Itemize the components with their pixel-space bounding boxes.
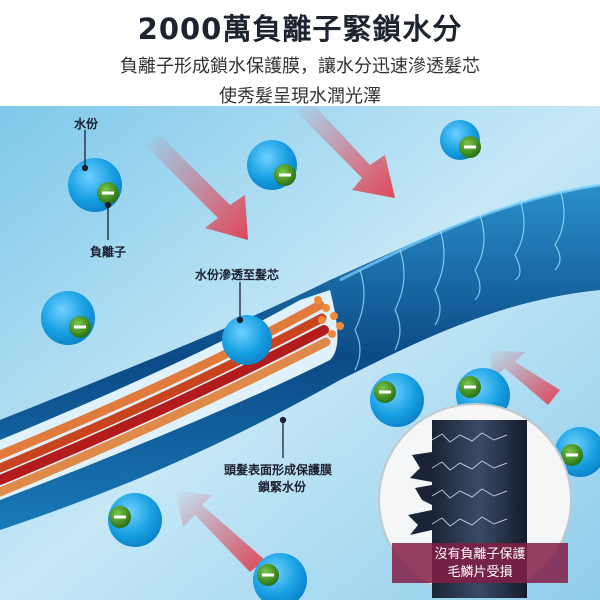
fiber-ends: [314, 296, 344, 338]
subtitle-line-2: 使秀髮呈現水潤光澤: [219, 86, 381, 107]
label-water-penetrates-core: 水份滲透至髮芯: [195, 268, 280, 282]
arrow-icon: [175, 490, 265, 572]
hair-cortex-fibers: [0, 300, 331, 497]
page-title: 2000萬負離子緊鎖水分: [137, 12, 463, 46]
minus-sign-icon: [464, 145, 476, 149]
minus-sign-icon: [102, 191, 114, 195]
minus-sign-icon: [379, 390, 391, 394]
label-protective-film-line1: 頭髮表面形成保護膜: [224, 463, 333, 477]
water-molecule-icon: [41, 291, 95, 345]
arrow-icon: [145, 135, 248, 240]
minus-sign-icon: [566, 453, 578, 457]
inset-caption: 沒有負離子保護 毛鱗片受損: [392, 543, 568, 583]
minus-sign-icon: [262, 573, 274, 577]
minus-sign-icon: [279, 173, 291, 177]
minus-sign-icon: [74, 325, 86, 329]
arrows: [145, 106, 560, 572]
minus-sign-icon: [464, 385, 476, 389]
arrow-icon: [295, 106, 395, 198]
inset-caption-line2: 毛鱗片受損: [447, 565, 513, 580]
label-negative-ion: 負離子: [90, 245, 127, 259]
hair-cuticle-lines: [354, 189, 565, 371]
label-water: 水份: [74, 117, 99, 131]
hair-ion-illustration: [0, 106, 600, 600]
arrow-icon: [490, 350, 560, 405]
inset-caption-line1: 沒有負離子保護: [434, 547, 526, 562]
header: 2000萬負離子緊鎖水分 負離子形成鎖水保護膜，讓水分迅速滲透髮芯 使秀髮呈現水…: [0, 0, 600, 107]
subtitle-line-1: 負離子形成鎖水保護膜，讓水分迅速滲透髮芯: [120, 56, 480, 77]
callout-lines: [81, 130, 287, 458]
label-protective-film-line2: 鎖緊水份: [258, 480, 307, 494]
water-droplet-penetrating: [222, 315, 272, 365]
minus-sign-icon: [114, 515, 126, 519]
ion-group: [41, 120, 600, 600]
